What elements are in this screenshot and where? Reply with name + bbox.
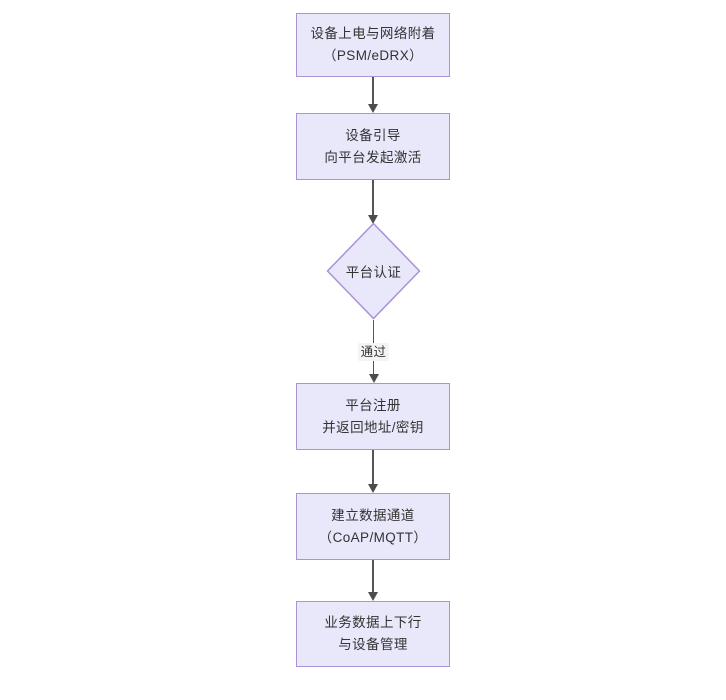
edge-line — [372, 450, 374, 484]
flow-node-business-data[interactable]: 业务数据上下行 与设备管理 — [296, 601, 450, 667]
flow-node-line-1: 建立数据通道 — [331, 507, 415, 523]
flow-node-platform-registration[interactable]: 平台注册 并返回地址/密钥 — [296, 383, 450, 450]
edge-line — [372, 180, 374, 215]
flow-node-line-1: 设备上电与网络附着 — [310, 26, 436, 41]
flow-node-line-2: （CoAP/MQTT） — [318, 529, 428, 545]
edge-line — [372, 560, 374, 592]
flow-node-line-2: 并返回地址/密钥 — [322, 419, 424, 435]
arrowhead-icon — [368, 374, 379, 383]
flow-node-line-1: 设备引导 — [345, 127, 401, 143]
arrowhead-icon — [368, 104, 378, 113]
diamond-shape-icon — [326, 222, 421, 320]
flow-node-data-channel[interactable]: 建立数据通道 （CoAP/MQTT） — [296, 493, 450, 560]
flow-node-device-power-on[interactable]: 设备上电与网络附着 （PSM/eDRX） — [296, 13, 450, 77]
flow-node-platform-auth-decision[interactable]: 平台认证 — [326, 222, 421, 320]
flow-edge-n1-n2 — [296, 77, 450, 113]
arrowhead-icon — [368, 484, 378, 493]
flow-node-label: 平台认证 — [345, 265, 402, 280]
arrowhead-icon — [368, 215, 378, 224]
edge-line — [372, 77, 374, 104]
flow-edge-n2-n3 — [296, 180, 450, 224]
flow-node-line-2: （PSM/eDRX） — [322, 48, 424, 63]
flow-node-line-1: 业务数据上下行 — [324, 615, 422, 630]
arrowhead-icon — [368, 592, 378, 601]
flow-node-device-bootstrap[interactable]: 设备引导 向平台发起激活 — [296, 113, 450, 180]
flow-edge-n3-n4: 通过 — [326, 320, 421, 383]
flow-node-line-2: 向平台发起激活 — [324, 149, 422, 165]
flow-node-line-2: 与设备管理 — [338, 637, 408, 652]
flow-edge-n5-n6 — [296, 560, 450, 601]
flow-edge-n4-n5 — [296, 450, 450, 493]
flow-node-line-1: 平台注册 — [345, 397, 401, 413]
flow-edge-label-pass: 通过 — [357, 343, 390, 361]
